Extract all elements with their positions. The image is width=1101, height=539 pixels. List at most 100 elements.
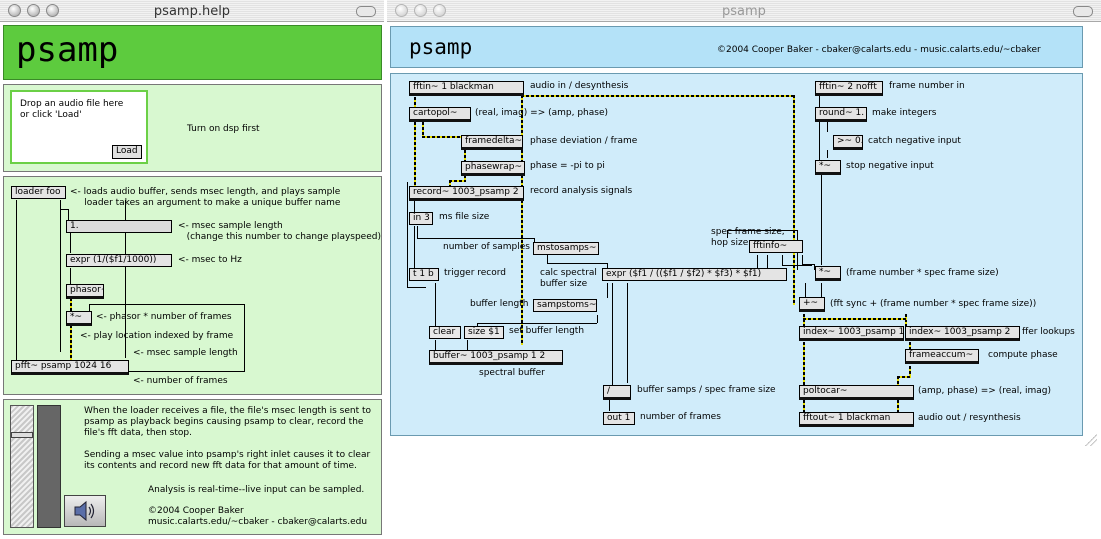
drop-zone[interactable]: Drop an audio file here or click 'Load' … xyxy=(10,90,148,164)
resize-grip[interactable] xyxy=(1085,434,1097,446)
sampstoms-object[interactable]: sampstoms~ xyxy=(533,299,597,312)
help-header-title: psamp xyxy=(16,30,119,70)
multiply-object[interactable]: *~ xyxy=(66,311,92,326)
cable xyxy=(89,304,244,305)
window-title: psamp.help xyxy=(153,4,231,19)
comment-buffer: spectral buffer xyxy=(479,368,545,378)
cable xyxy=(819,96,820,109)
record-object[interactable]: record~ 1003_psamp 2 xyxy=(409,186,524,201)
close-button[interactable] xyxy=(8,4,21,17)
expr-object[interactable]: expr ($f1 / (($f1 / $f2) * $f3) * $f1) xyxy=(602,268,787,281)
cable xyxy=(819,122,820,164)
comment-framedelta: phase deviation / frame xyxy=(530,136,638,146)
psamp-header: psamp ©2004 Cooper Baker - cbaker@calart… xyxy=(390,26,1083,68)
cable xyxy=(805,283,806,299)
minimize-button[interactable] xyxy=(414,4,427,17)
signal-cable xyxy=(803,342,805,386)
mstosamps-object[interactable]: mstosamps~ xyxy=(533,242,599,255)
cable xyxy=(607,283,608,298)
cable xyxy=(477,323,597,324)
level-meter xyxy=(37,405,61,528)
multiply-1-object[interactable]: *~ xyxy=(815,160,841,175)
minimize-button[interactable] xyxy=(27,4,40,17)
phasewrap-object[interactable]: phasewrap~ xyxy=(461,161,525,176)
toolbar-toggle-button[interactable] xyxy=(356,6,376,17)
cable xyxy=(827,122,828,132)
frameaccum-object[interactable]: frameaccum~ xyxy=(905,349,979,364)
out-1-object[interactable]: out 1 xyxy=(603,412,635,425)
toolbar-toggle-button[interactable] xyxy=(1073,6,1093,17)
fftin-1-object[interactable]: fftin~ 1 blackman xyxy=(409,81,524,96)
psamp-titlebar: psamp xyxy=(387,0,1101,22)
gain-slider[interactable] xyxy=(10,405,34,528)
divide-object[interactable]: / xyxy=(603,385,631,400)
cable xyxy=(547,263,607,264)
expr-note: <- msec to Hz xyxy=(178,255,242,265)
cable xyxy=(417,238,534,239)
in-3-object[interactable]: in 3 xyxy=(409,212,433,225)
signal-cable xyxy=(449,180,451,186)
signal-cable xyxy=(422,136,464,138)
signal-cable xyxy=(905,314,907,326)
signal-cable xyxy=(909,342,911,350)
signal-cable xyxy=(464,175,466,180)
fftout-object[interactable]: fftout~ 1 blackman xyxy=(799,412,914,427)
index-1-object[interactable]: index~ 1003_psamp 1 xyxy=(799,326,904,341)
comment-index: ffer lookups xyxy=(1022,327,1075,337)
cable xyxy=(782,255,783,265)
help-copyright: ©2004 Cooper Baker music.calarts.edu/~cb… xyxy=(148,506,368,527)
signal-cable xyxy=(414,97,416,109)
cable xyxy=(814,264,815,270)
cable xyxy=(534,238,535,242)
speaker-icon xyxy=(74,500,95,522)
signal-cable xyxy=(897,376,911,378)
buffer-object[interactable]: buffer~ 1003_psamp 1 2 xyxy=(429,350,563,365)
cartopol-object[interactable]: cartopol~ xyxy=(409,107,471,122)
comment-plus: (fft sync + (frame number * spec frame s… xyxy=(830,299,1037,309)
expr-msec-to-hz[interactable]: expr (1/($f1/1000)) xyxy=(66,254,172,267)
comment-fftin2: frame number in xyxy=(889,81,965,91)
comment-fftin1: audio in / desynthesis xyxy=(530,81,629,91)
psamp-header-title: psamp xyxy=(409,35,473,59)
trigger-object[interactable]: t 1 b xyxy=(409,268,439,281)
cable xyxy=(407,287,426,288)
comment-cartopol: (real, imag) => (amp, phase) xyxy=(475,108,608,118)
comment-sampstoms: buffer length xyxy=(470,299,529,309)
poltocar-object[interactable]: poltocar~ xyxy=(799,385,914,400)
multiply-2-object[interactable]: *~ xyxy=(815,266,841,281)
clear-message[interactable]: clear xyxy=(429,326,461,339)
round-object[interactable]: round~ 1. xyxy=(815,107,867,122)
greater-than-object[interactable]: >~ 0. xyxy=(833,135,863,150)
zoom-button[interactable] xyxy=(46,4,59,17)
load-button[interactable]: Load xyxy=(112,145,142,159)
cable xyxy=(467,340,468,350)
cable xyxy=(627,283,628,383)
dac-speaker-button[interactable] xyxy=(64,495,106,527)
cable xyxy=(125,200,126,358)
pfft-object[interactable]: pfft~ psamp 1024 16 xyxy=(11,360,129,375)
psamp-credits: ©2004 Cooper Baker - cbaker@calarts.edu … xyxy=(717,45,1041,55)
plus-object[interactable]: +~ xyxy=(799,297,825,312)
msec-number-box[interactable]: 1. xyxy=(66,220,172,233)
framedelta-object[interactable]: framedelta~ xyxy=(461,135,523,150)
cable xyxy=(477,323,478,326)
cable xyxy=(827,150,828,158)
size-message[interactable]: size $1 xyxy=(464,326,504,339)
fftinfo-object[interactable]: fftinfo~ xyxy=(749,240,803,253)
help-window: psamp.help psamp Drop an audio file here… xyxy=(0,0,384,539)
msec-sample-note: <- msec sample length xyxy=(133,348,238,358)
close-button[interactable] xyxy=(395,4,408,17)
cable xyxy=(68,209,69,221)
zoom-button[interactable] xyxy=(433,4,446,17)
fftin-2-object[interactable]: fftin~ 2 nofft xyxy=(815,81,883,96)
drop-zone-text: Drop an audio file here or click 'Load' xyxy=(20,99,124,120)
multiply-note: <- phasor * number of frames xyxy=(96,312,232,322)
index-2-object[interactable]: index~ 1003_psamp 2 xyxy=(905,326,1020,341)
signal-cable xyxy=(897,376,899,386)
loader-object[interactable]: loader foo xyxy=(11,186,66,199)
comment-in3: ms file size xyxy=(439,212,490,222)
phasor-object[interactable]: phasor~ xyxy=(66,284,104,299)
cable xyxy=(126,371,245,372)
gain-slider-knob[interactable] xyxy=(11,432,33,438)
comment-mstosamps: number of samples xyxy=(443,242,530,252)
